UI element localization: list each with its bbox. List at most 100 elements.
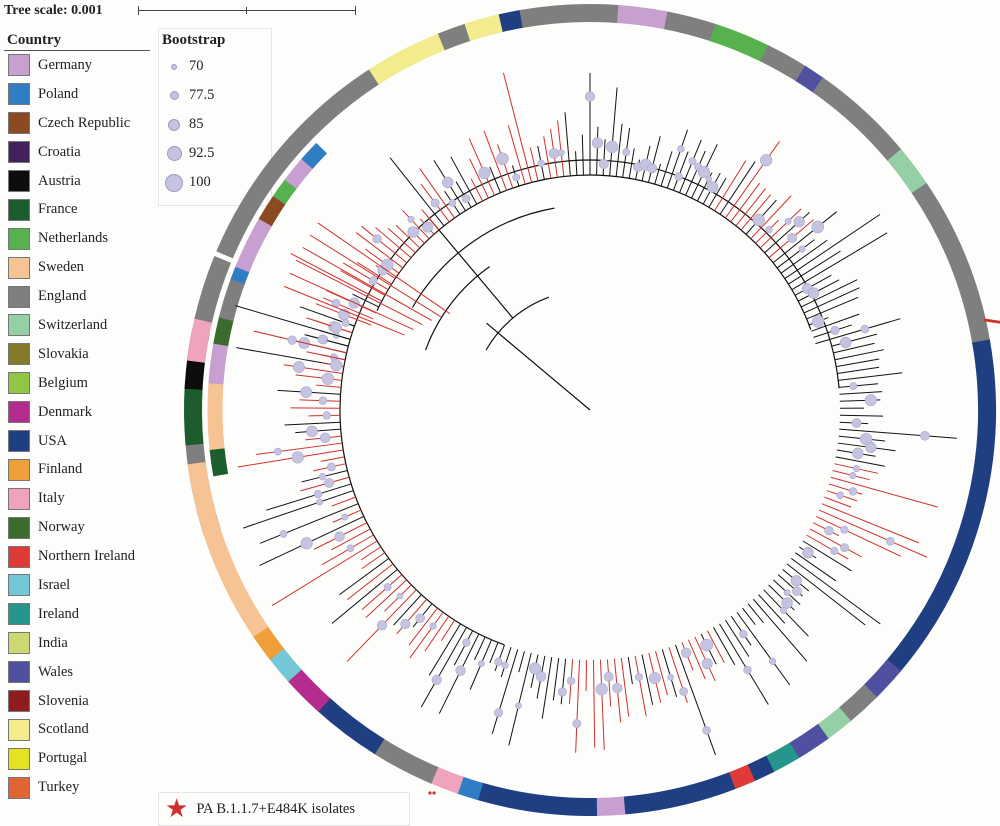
ring-segment [225, 228, 238, 255]
bootstrap-node [794, 216, 805, 227]
bootstrap-node [322, 373, 334, 385]
tree-leaf-branch [621, 658, 628, 717]
ring-segment [193, 387, 195, 444]
ring-segment [217, 447, 221, 475]
tree-leaf-branch [576, 660, 580, 753]
bootstrap-node [307, 426, 318, 437]
bootstrap-node [301, 538, 313, 550]
ring-segment [793, 731, 824, 751]
ring-segment [844, 691, 871, 716]
bootstrap-node [495, 658, 503, 666]
tree-backbone-arc [377, 175, 811, 330]
bootstrap-node [585, 92, 595, 102]
ring-segment [197, 463, 240, 596]
ring-segment [221, 317, 227, 345]
ring-segment [750, 764, 771, 774]
tree-leaf-branch [553, 658, 558, 700]
tree-leaf-branch [815, 319, 900, 344]
bootstrap-node [850, 472, 856, 478]
tree-leaf-branch [840, 392, 883, 395]
bootstrap-node [840, 544, 848, 552]
bootstrap-node [744, 666, 752, 674]
bootstrap-node [342, 319, 349, 326]
bootstrap-node [689, 158, 696, 165]
tree-leaf-branch [456, 182, 471, 208]
bootstrap-node [920, 431, 929, 440]
bootstrap-node [812, 316, 824, 328]
bootstrap-node [612, 683, 622, 693]
bootstrap-node [320, 433, 330, 443]
bootstrap-node [782, 598, 793, 609]
tree-leaf-branch [607, 659, 610, 706]
bootstrap-node [703, 727, 711, 735]
tree-leaf-branch [822, 504, 919, 543]
ring-segment [323, 704, 380, 747]
ring-segment [196, 319, 204, 362]
bootstrap-node [865, 395, 876, 406]
bootstrap-node [377, 621, 387, 631]
bootstrap-node [599, 159, 608, 168]
tree-leaf-branch [737, 612, 790, 685]
ring-segment [260, 630, 277, 654]
bootstrap-node [502, 662, 509, 669]
tree-leaf-branch [339, 558, 388, 594]
tree-leaf-branch [648, 136, 660, 182]
ring-segment [764, 53, 802, 74]
ring-segment [433, 775, 461, 786]
tree-leaf-branch [764, 590, 809, 636]
bootstrap-node [430, 623, 436, 629]
ring-segment [238, 268, 243, 282]
ring-segment [501, 19, 523, 23]
tree-leaf-branch [824, 497, 851, 507]
bootstrap-node [852, 448, 863, 459]
ring-segment [279, 183, 292, 201]
bootstrap-node [567, 677, 575, 685]
tree-leaf-branch [831, 477, 938, 507]
bootstrap-node [442, 177, 453, 188]
bootstrap-node [808, 288, 819, 299]
bootstrap-node [678, 146, 685, 153]
tree-leaf-branch [454, 631, 472, 665]
bootstrap-node [513, 174, 520, 181]
bootstrap-node [463, 639, 471, 647]
bootstrap-node [558, 149, 564, 155]
bootstrap-node [791, 576, 801, 586]
tree-leaf-branch [530, 147, 538, 180]
bootstrap-node [849, 488, 857, 496]
bootstrap-node [494, 709, 502, 717]
bootstrap-node [422, 222, 432, 232]
bootstrap-node [331, 360, 342, 371]
ring-segment [441, 32, 469, 42]
ring-segment [294, 674, 325, 705]
tree-leaf-branch [720, 162, 755, 215]
tree-leaf-branch [753, 599, 806, 661]
bootstrap-node [342, 514, 348, 520]
bootstrap-node [323, 412, 331, 420]
bootstrap-node [432, 675, 442, 685]
bootstrap-node [680, 687, 688, 695]
tree-leaf-branch [748, 604, 763, 623]
bootstrap-node [397, 593, 403, 599]
ring-segment [215, 382, 217, 449]
tree-leaf-branch [238, 450, 343, 467]
ring-segment [894, 155, 920, 190]
ring-segment [893, 341, 987, 667]
bootstrap-node [702, 658, 712, 668]
ring-segment [276, 653, 295, 676]
tree-leaf-branch [838, 373, 902, 381]
bootstrap-node [478, 660, 484, 666]
tree-leaf-branch [284, 422, 340, 425]
bootstrap-node [799, 246, 806, 253]
bootstrap-node [861, 325, 869, 333]
bootstrap-node [301, 387, 312, 398]
tree-leaf-branch [362, 553, 385, 569]
highlight-marker [428, 791, 431, 794]
bootstrap-node [324, 478, 333, 487]
bootstrap-node [850, 382, 857, 389]
ring-segment [378, 746, 435, 776]
ring-segment [291, 162, 309, 184]
tree-root-branch [487, 323, 590, 410]
bootstrap-node [327, 463, 335, 471]
bootstrap-node [647, 164, 656, 173]
